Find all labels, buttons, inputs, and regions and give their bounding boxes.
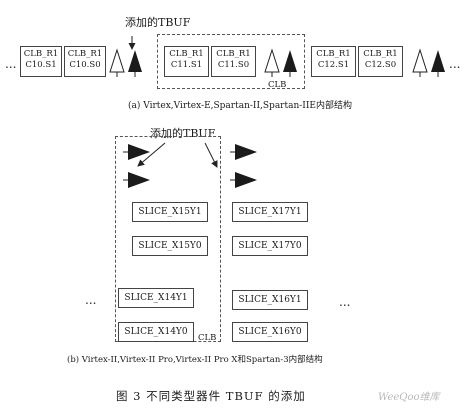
clb-cell-row1: CLB_R1: [23, 49, 59, 59]
tbuf-added-icon: [128, 144, 150, 160]
bottom-added-tbuf-label: 添加的TBUF: [150, 127, 216, 140]
tbuf-added-icon: [235, 144, 257, 160]
slice-box: SLICE_X14Y0: [118, 322, 194, 342]
tbuf-added-icon: [283, 50, 297, 72]
clb-cell-row1: CLB_R1: [316, 49, 351, 59]
clb-cell-row2: C11.S1: [170, 60, 203, 70]
bottom-tbufs: [123, 144, 257, 188]
tbuf-added-icon: [128, 50, 142, 72]
clb-cell-row2: C10.S0: [69, 60, 101, 70]
tbuf-added-icon: [431, 50, 445, 72]
tbuf-outline-icon: [109, 48, 125, 73]
clb-cell-row1: CLB_R1: [169, 49, 204, 59]
top-ellipsis-right: ...: [449, 57, 461, 71]
caption-a: (a) Virtex,Virtex-E,Spartan-II,Spartan-I…: [128, 101, 352, 111]
clb-cell-row2: C12.S1: [317, 60, 350, 70]
top-tbufs: [109, 48, 445, 77]
clb-cell: CLB_R1 C11.S0: [211, 46, 256, 77]
tbuf-added-icon: [235, 172, 257, 188]
bottom-label-arrow: [204, 142, 218, 168]
clb-cell: CLB_R1 C10.S1: [20, 46, 62, 77]
bottom-ellipsis-right: ...: [339, 295, 351, 309]
clb-cell-row1: CLB_R1: [216, 49, 251, 59]
bottom-ellipsis-left: ...: [85, 293, 97, 307]
tbuf-outline-icon: [412, 48, 428, 73]
slice-box: SLICE_X16Y0: [232, 322, 308, 342]
clb-cell: CLB_R1 C10.S0: [64, 46, 106, 77]
clb-cell: CLB_R1 C12.S0: [358, 46, 403, 77]
clb-cell-row2: C11.S0: [217, 60, 250, 70]
top-added-tbuf-label: 添加的TBUF: [125, 16, 191, 29]
slice-box: SLICE_X17Y0: [232, 236, 308, 256]
slice-box: SLICE_X14Y1: [118, 288, 194, 308]
slice-box: SLICE_X15Y0: [132, 236, 208, 256]
slice-box: SLICE_X17Y1: [232, 202, 308, 222]
clb-cell-row1: CLB_R1: [67, 49, 103, 59]
top-clb-label: CLB: [268, 80, 287, 90]
slice-box: SLICE_X15Y1: [132, 202, 208, 222]
clb-cell: CLB_R1 C11.S1: [164, 46, 209, 77]
clb-cell-row1: CLB_R1: [363, 49, 398, 59]
top-ellipsis-left: ...: [5, 57, 17, 71]
clb-cell-row2: C10.S1: [25, 60, 57, 70]
clb-cell-row2: C12.S0: [364, 60, 397, 70]
slice-box: SLICE_X16Y1: [232, 290, 308, 310]
tbuf-added-icon: [128, 172, 150, 188]
clb-cell: CLB_R1 C12.S1: [311, 46, 356, 77]
figure-caption: 图 3 不同类型器件 TBUF 的添加: [116, 389, 306, 403]
bottom-label-arrow: [137, 142, 166, 167]
top-clb-dashed-box: [157, 34, 305, 89]
caption-b: (b) Virtex-II,Virtex-II Pro,Virtex-II Pr…: [67, 355, 323, 365]
watermark: WeeQoo维库: [378, 392, 440, 403]
bottom-clb-label: CLB: [198, 333, 217, 343]
